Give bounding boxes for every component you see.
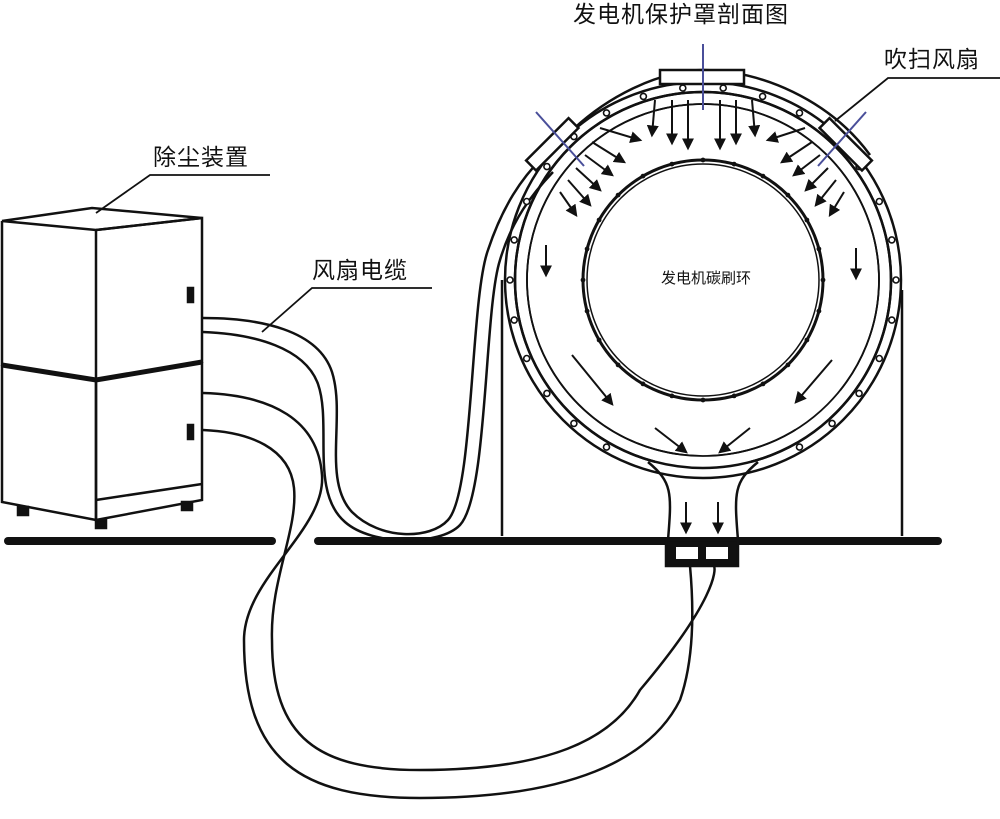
ring-stud <box>785 192 791 198</box>
ring-stud <box>804 217 810 223</box>
ring-stud <box>700 397 706 403</box>
rivet <box>506 276 514 284</box>
fan-cable-label: 风扇电缆 <box>312 258 408 284</box>
support-legs <box>500 280 904 536</box>
airflow-arrow <box>571 354 614 406</box>
ring-stud <box>785 362 791 368</box>
rivet <box>855 389 863 398</box>
fan-axis-markers <box>535 44 867 167</box>
rivet <box>719 84 728 92</box>
airflow-arrow <box>780 141 813 164</box>
rivet <box>892 276 900 284</box>
airflow-arrow <box>646 99 659 138</box>
rivet <box>875 354 884 363</box>
left-fan-unit <box>524 116 581 173</box>
dust-collector-label: 除尘装置 <box>153 145 249 171</box>
ring-stud <box>615 362 621 368</box>
rivet <box>795 443 804 451</box>
airflow-arrow <box>567 179 592 207</box>
rivet <box>602 443 611 451</box>
ring-stud <box>640 173 646 179</box>
rivet <box>758 92 767 101</box>
rivet <box>522 197 531 206</box>
ring-stud <box>731 393 737 399</box>
airflow-arrow <box>804 167 829 192</box>
airflow-arrow <box>591 141 627 164</box>
ring-stud <box>640 381 646 387</box>
ring-stud <box>700 157 706 163</box>
ring-stud <box>669 393 675 399</box>
collector-ring-studs <box>580 157 826 403</box>
airflow-arrow <box>765 127 806 143</box>
airflow-arrow <box>814 179 837 207</box>
collector-ring-label: 发电机碳刷环 <box>661 269 752 287</box>
purge-fan-label: 吹扫风扇 <box>884 47 980 73</box>
ring-stud <box>615 192 621 198</box>
ring-stud <box>820 277 826 283</box>
airflow-arrow <box>654 427 688 454</box>
exhaust-funnel <box>647 461 759 568</box>
rivet <box>875 197 884 206</box>
rivet <box>639 92 648 101</box>
rivet <box>510 316 519 324</box>
ring-stud <box>596 217 602 223</box>
fan-cable <box>202 157 554 542</box>
ring-stud <box>760 381 766 387</box>
airflow-arrow <box>559 191 578 217</box>
suction-hose <box>202 391 716 800</box>
ring-stud <box>816 246 822 252</box>
ring-stud <box>731 161 737 167</box>
ring-stud <box>816 308 822 314</box>
rivet <box>602 109 611 117</box>
airflow-arrow <box>792 154 821 177</box>
dust-collector-cabinet <box>0 206 204 530</box>
ring-stud <box>760 173 766 179</box>
rivet <box>570 419 578 428</box>
rivet <box>887 316 896 324</box>
airflow-arrows <box>540 99 862 535</box>
rivet <box>828 419 836 428</box>
airflow-arrow <box>794 359 833 404</box>
airflow-arrow <box>584 154 614 177</box>
airflow-arrow <box>748 99 761 138</box>
rivet <box>522 354 531 363</box>
ring-stud <box>669 161 675 167</box>
rivet <box>543 162 551 171</box>
rivet <box>795 109 804 117</box>
cover-section-title: 发电机保护罩剖面图 <box>573 2 789 28</box>
ring-stud <box>596 337 602 343</box>
rivet <box>678 84 687 92</box>
ring-stud <box>584 308 590 314</box>
ring-stud <box>804 337 810 343</box>
airflow-arrow <box>828 191 845 218</box>
ring-stud <box>580 277 586 283</box>
airflow-arrow <box>599 127 643 143</box>
airflow-arrow <box>718 427 751 454</box>
rivet <box>543 389 551 398</box>
ring-stud <box>584 246 590 252</box>
rivet <box>510 236 519 244</box>
airflow-arrow <box>575 167 602 192</box>
right-fan-unit <box>817 116 874 173</box>
rivet <box>887 236 896 244</box>
leader-lines <box>95 77 1000 333</box>
